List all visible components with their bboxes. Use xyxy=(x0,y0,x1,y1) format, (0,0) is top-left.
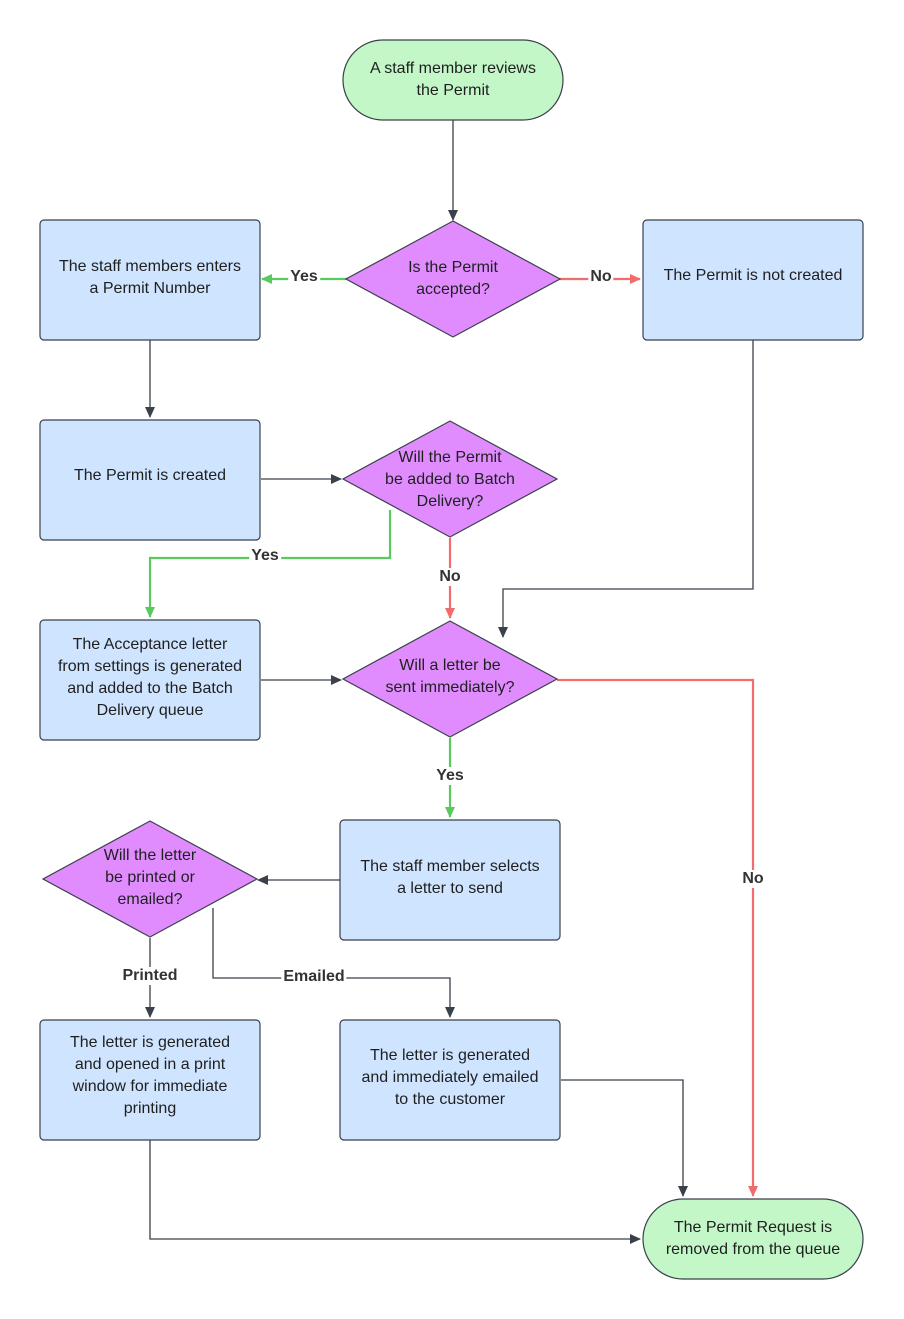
batch-yes-label: Yes xyxy=(249,547,281,565)
batch-decision xyxy=(341,420,559,538)
edge-emailed-to-end xyxy=(561,1079,688,1197)
edge-print-window-to-end xyxy=(149,1140,641,1244)
edge-not-created-to-immediate xyxy=(498,340,754,638)
immediate-no-label: No xyxy=(740,870,766,888)
accepted-yes-label: Yes xyxy=(288,268,320,286)
immediate-yes-label: Yes xyxy=(434,767,466,785)
not-created-process xyxy=(642,219,864,341)
emailed-process xyxy=(339,1019,561,1141)
start-terminal xyxy=(342,39,564,121)
acceptance-letter-process xyxy=(39,619,261,741)
select-letter-process xyxy=(339,819,561,941)
accepted-decision xyxy=(344,220,562,338)
emailed-edge-label: Emailed xyxy=(281,968,347,986)
created-process xyxy=(39,419,261,541)
immediate-decision xyxy=(341,620,559,738)
enter-number-process xyxy=(39,219,261,341)
accepted-no-label: No xyxy=(588,268,614,286)
printed-emailed-decision xyxy=(41,820,259,938)
batch-no-label: No xyxy=(437,568,463,586)
print-window-process xyxy=(39,1019,261,1141)
end-terminal xyxy=(642,1198,864,1280)
printed-label: Printed xyxy=(120,967,180,985)
edge-immediate-no xyxy=(557,678,758,1197)
